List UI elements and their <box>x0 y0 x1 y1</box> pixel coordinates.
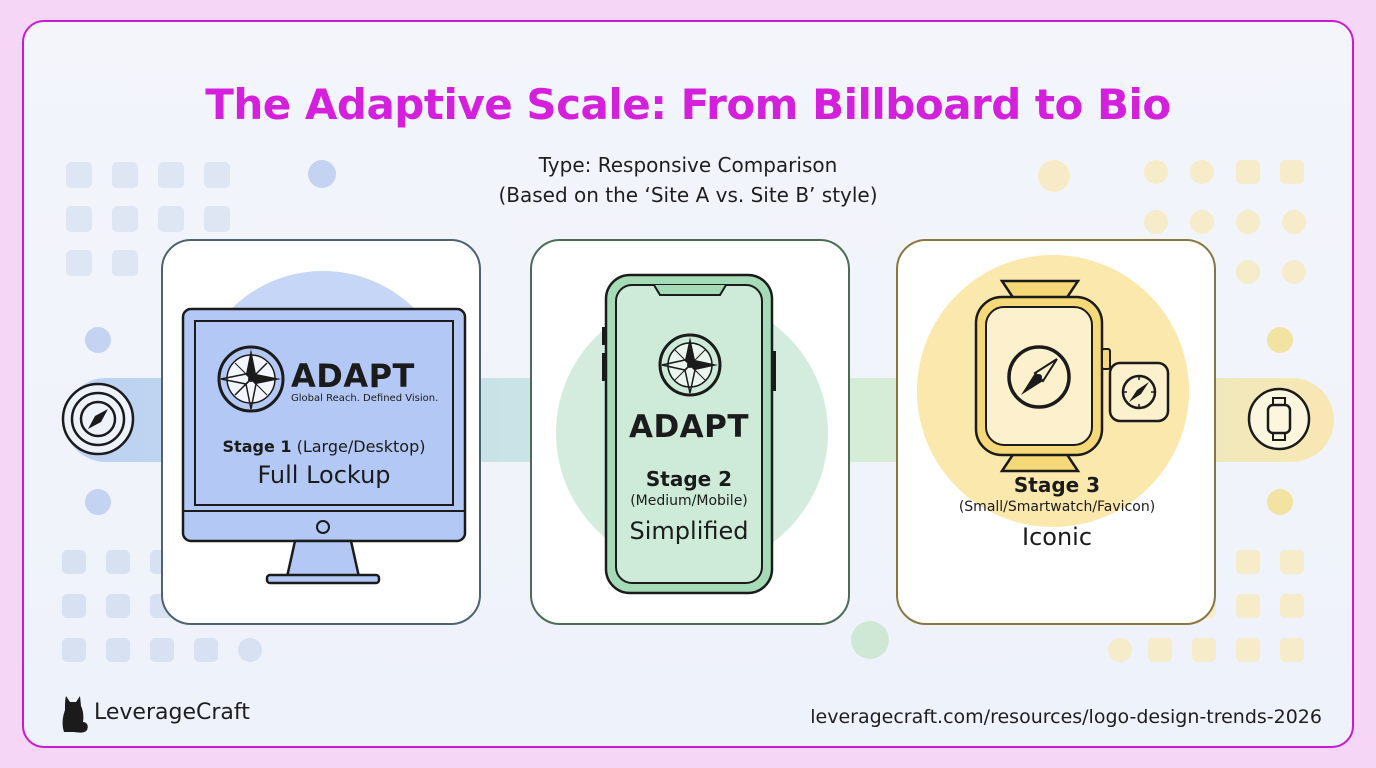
stage-size: (Medium/Mobile) <box>630 493 748 509</box>
subtitle-line-2: (Based on the ‘Site A vs. Site B’ style) <box>498 183 878 207</box>
cat-logo-icon <box>62 696 88 733</box>
stage-size: (Small/Smartwatch/Favicon) <box>958 499 1156 515</box>
brand-name: ADAPT <box>291 357 415 395</box>
stage-description: Simplified <box>629 517 749 545</box>
footer-logo: LeverageCraft <box>60 690 250 734</box>
infographic-frame: The Adaptive Scale: From Billboard to Bi… <box>22 20 1354 748</box>
stage-label: Stage 3 <box>1013 473 1101 497</box>
stage-label: Stage 2 <box>645 467 733 491</box>
stage-card-mobile: ADAPT Stage 2 (Medium/Mobile) Simplified <box>530 239 850 625</box>
brand-name: ADAPT <box>628 409 750 445</box>
brand-tagline: Global Reach. Defined Vision. <box>291 393 439 404</box>
watch-badge-icon <box>1247 387 1311 451</box>
desktop-monitor-icon <box>181 271 467 585</box>
compass-logo-icon <box>658 333 722 397</box>
stage-description: Full Lockup <box>257 461 391 489</box>
stage-description: Iconic <box>1021 523 1093 551</box>
stage-heading: Stage 1 (Large/Desktop) <box>185 437 463 456</box>
footer-logo-text: LeverageCraft <box>94 699 250 725</box>
stage-label: Stage 1 <box>222 437 292 456</box>
stage-card-smartwatch: Stage 3 (Small/Smartwatch/Favicon) Iconi… <box>896 239 1216 625</box>
stage-card-desktop: ADAPT Global Reach. Defined Vision. Stag… <box>161 239 481 625</box>
page-title: The Adaptive Scale: From Billboard to Bi… <box>205 80 1171 129</box>
subtitle: Type: Responsive Comparison (Based on th… <box>24 150 1352 210</box>
footer-url-link[interactable]: leveragecraft.com/resources/logo-design-… <box>810 706 1322 728</box>
smartwatch-icon <box>917 255 1189 527</box>
compass-logo-icon <box>217 345 285 413</box>
favicon-icon <box>1108 361 1170 423</box>
stage-size: (Large/Desktop) <box>296 437 426 456</box>
compass-badge-icon <box>61 382 135 456</box>
mobile-phone-icon <box>556 273 828 595</box>
subtitle-line-1: Type: Responsive Comparison <box>538 153 838 177</box>
